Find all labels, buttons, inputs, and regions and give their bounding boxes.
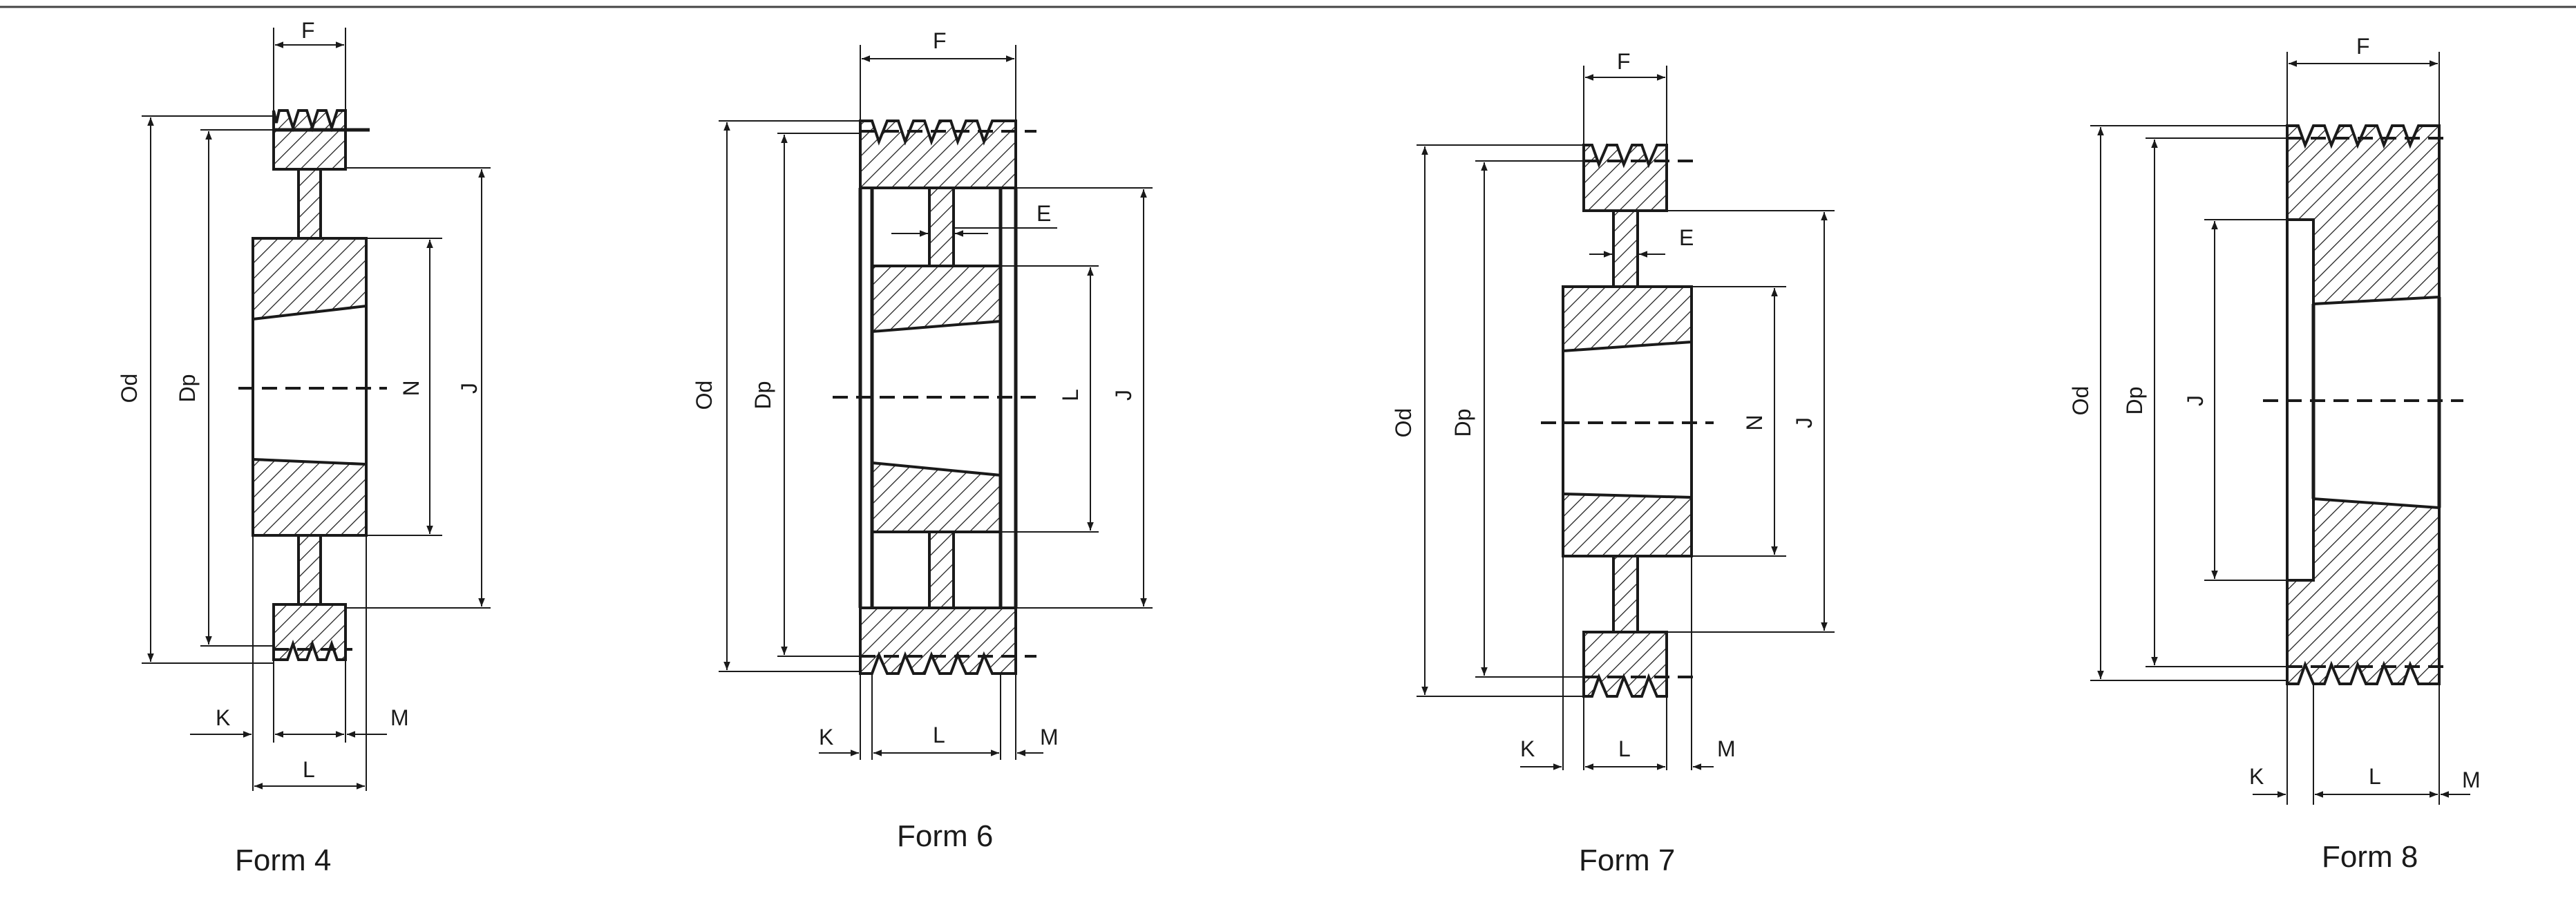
- form8-label-m: M: [2462, 767, 2481, 792]
- form6-top-web: [928, 187, 955, 267]
- form-8: F Od Dp J K L M Form 8: [2068, 34, 2481, 874]
- form4-label-f: F: [301, 18, 315, 43]
- form8-label-k: K: [2249, 764, 2264, 789]
- form7-hub-bottom: [1562, 492, 1693, 557]
- form4-label-n: N: [399, 380, 424, 396]
- form7-label-j: J: [1792, 417, 1817, 428]
- form6-label-l: L: [933, 723, 945, 747]
- form-6: F E Od Dp L J K L M Form 6: [692, 28, 1153, 853]
- form4-caption: Form 4: [235, 843, 331, 877]
- form4-bottom-web: [297, 534, 322, 606]
- form6-bottom-web: [928, 531, 955, 609]
- form6-label-l-bore: L: [1058, 389, 1083, 401]
- form7-top-rim: [1582, 144, 1668, 212]
- form4-top-rim: [272, 109, 347, 171]
- form-4: F Od Dp N J K M L Form 4: [117, 18, 491, 877]
- form7-top-web: [1612, 209, 1639, 288]
- form6-label-dp: Dp: [750, 381, 775, 410]
- form4-label-k: K: [216, 705, 230, 730]
- form8-label-l: L: [2369, 764, 2381, 789]
- form8-label-dp: Dp: [2122, 387, 2147, 415]
- form6-label-k: K: [819, 725, 833, 750]
- form7-hub-top: [1562, 285, 1693, 353]
- form7-bottom-web: [1612, 555, 1639, 633]
- form4-label-l: L: [303, 757, 315, 782]
- form6-top-rim: [859, 120, 1017, 189]
- form8-label-od: Od: [2068, 386, 2093, 416]
- form7-label-k: K: [1520, 736, 1535, 761]
- form7-label-dp: Dp: [1450, 409, 1475, 437]
- form6-caption: Form 6: [897, 819, 993, 853]
- form7-label-l: L: [1618, 736, 1631, 761]
- form7-bottom-rim: [1582, 631, 1668, 698]
- form6-label-f: F: [933, 28, 947, 53]
- form7-label-m: M: [1717, 736, 1736, 761]
- form7-label-od: Od: [1391, 408, 1416, 438]
- form6-label-j: J: [1111, 390, 1136, 401]
- form8-caption: Form 8: [2322, 840, 2418, 874]
- form6-hub-bottom: [871, 461, 1002, 533]
- form8-body-bottom: [2286, 497, 2441, 685]
- form6-bottom-rim: [859, 607, 1017, 675]
- form6-label-e: E: [1036, 201, 1051, 226]
- form-7: F E Od Dp N J K L M Form 7: [1391, 49, 1835, 877]
- form4-label-od: Od: [117, 374, 142, 403]
- form4-top-web: [297, 168, 322, 240]
- form8-body-top: [2286, 124, 2441, 306]
- form8-label-f: F: [2356, 34, 2370, 59]
- form4-bottom-rim: [272, 603, 347, 661]
- form6-label-m: M: [1040, 725, 1059, 750]
- form7-label-n: N: [1742, 414, 1767, 430]
- form7-label-f: F: [1617, 49, 1631, 74]
- form6-label-od: Od: [692, 381, 717, 410]
- form4-hub-top: [252, 237, 368, 321]
- form6-hub-top: [871, 265, 1002, 334]
- form7-caption: Form 7: [1579, 843, 1675, 877]
- form7-label-e: E: [1679, 225, 1694, 250]
- form4-label-m: M: [390, 705, 409, 730]
- form4-hub-bottom: [252, 457, 368, 537]
- form8-label-j: J: [2183, 395, 2208, 406]
- form4-label-dp: Dp: [175, 374, 200, 403]
- form4-label-j: J: [457, 383, 482, 394]
